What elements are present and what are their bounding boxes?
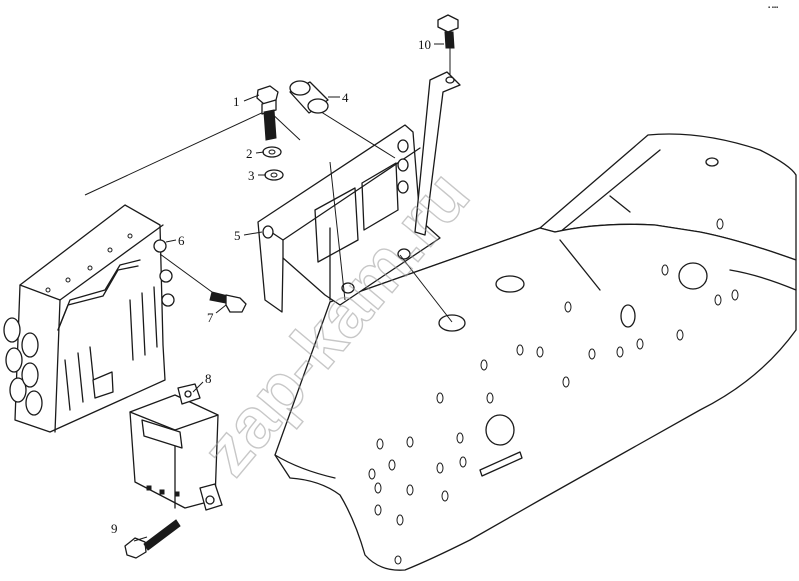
callout-leaders xyxy=(133,43,444,542)
bolt-9 xyxy=(124,519,181,559)
callout-1: 1 xyxy=(233,94,240,109)
callout-6: 6 xyxy=(178,233,185,248)
rail-small-holes xyxy=(368,218,739,565)
lock-washer-2 xyxy=(262,146,282,158)
callout-labels: 1 2 3 4 5 6 7 8 9 10 xyxy=(111,37,431,536)
callout-4: 4 xyxy=(342,90,349,105)
frame-rail xyxy=(274,133,797,571)
bolt-7 xyxy=(159,253,247,313)
callout-9: 9 xyxy=(111,521,118,536)
spacer-bushing-4 xyxy=(289,80,329,114)
relay-plate xyxy=(3,204,175,433)
callout-5: 5 xyxy=(234,228,241,243)
callout-3: 3 xyxy=(248,168,255,183)
relay-unit xyxy=(129,383,223,511)
washer-3 xyxy=(264,169,284,181)
callout-10: 10 xyxy=(418,37,431,52)
callout-8: 8 xyxy=(205,371,212,386)
corner-mark: ▪ ▪▪▪ xyxy=(768,5,778,11)
bolt-10 xyxy=(437,14,459,75)
callout-7: 7 xyxy=(207,310,214,325)
bolt-1 xyxy=(256,85,279,141)
mounting-bracket xyxy=(257,71,461,323)
callout-2: 2 xyxy=(246,146,253,161)
